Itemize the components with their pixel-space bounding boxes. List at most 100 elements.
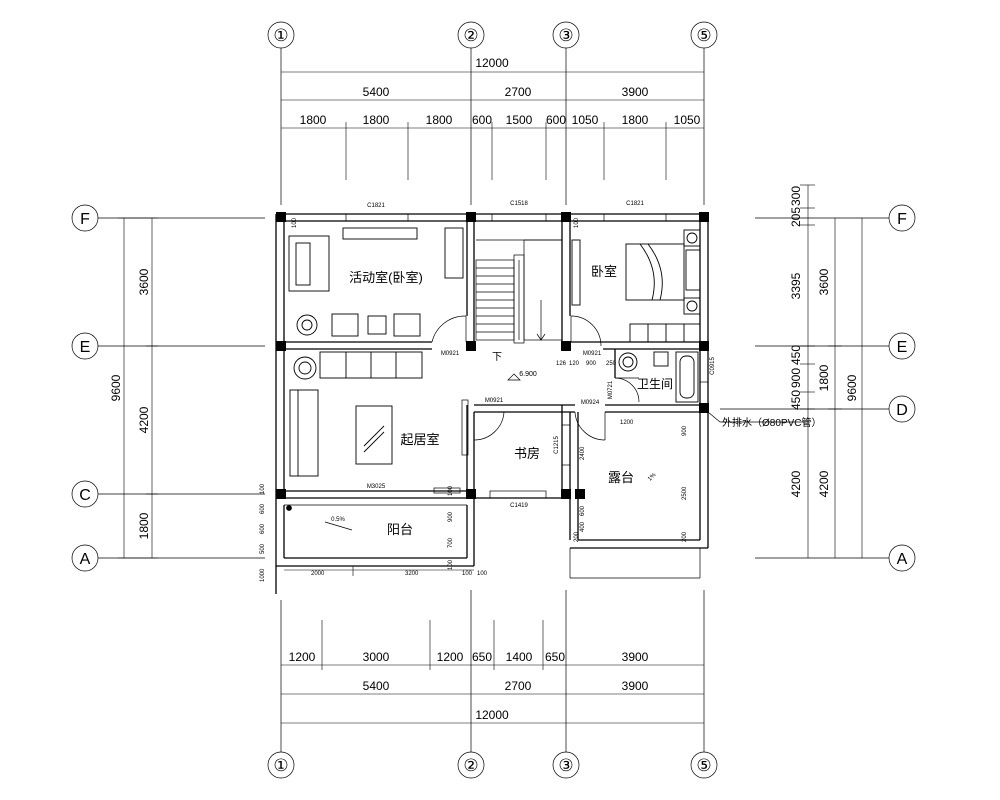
- dim-right-mid-2: 1800: [817, 364, 831, 391]
- tiny-dim-900b: 900: [682, 425, 688, 436]
- tiny-dim-100a: 100: [260, 483, 266, 494]
- axis-lines: [98, 48, 889, 752]
- tiny-dim-900c: 900: [448, 511, 454, 522]
- window-c1518: C1518: [510, 201, 528, 207]
- dim-bottom-d1: 1200: [289, 650, 316, 664]
- dim-right-detail: 300 205 3395 450 900 450 4200: [789, 186, 803, 498]
- dim-right-mid-1: 3600: [817, 268, 831, 295]
- dim-right-d1: 300: [789, 186, 803, 206]
- axis-A-right: A: [897, 551, 908, 568]
- window-c1419: C1419: [510, 503, 528, 509]
- dim-right-d3: 3395: [789, 272, 803, 299]
- dim-top-d4: 600: [472, 113, 492, 127]
- tiny-dim-100d: 100: [462, 571, 473, 577]
- tiny-dim-600b: 600: [260, 523, 266, 534]
- walls: [275, 213, 709, 594]
- dim-bottom-d4: 650: [472, 650, 492, 664]
- door-m0921-c: M0921: [485, 398, 504, 404]
- tiny-dim-500: 500: [260, 543, 266, 554]
- dim-bottom-d2: 3000: [363, 650, 390, 664]
- dim-bottom-d6: 650: [545, 650, 565, 664]
- elevation-label: 6.900: [519, 371, 537, 378]
- dim-right-d5: 900: [789, 368, 803, 388]
- staircase: [475, 239, 563, 344]
- axis-3-top: ③: [558, 26, 573, 45]
- tiny-dim-200a: 200: [574, 531, 580, 542]
- dim-top-total: 12000: [475, 56, 509, 70]
- axis-3-bottom: ③: [558, 756, 573, 775]
- dim-top-d6: 600: [546, 113, 566, 127]
- dim-right-d7: 4200: [789, 470, 803, 497]
- tiny-dim-2500: 2500: [682, 486, 688, 500]
- room-label-activity: 活动室(卧室): [349, 270, 423, 285]
- window-c1821-b: C1821: [626, 201, 644, 207]
- tiny-dim-200b: 200: [682, 531, 688, 542]
- tiny-dim-2000: 2000: [311, 571, 325, 577]
- axis-D-right: D: [896, 402, 908, 419]
- dim-right-d4: 450: [789, 345, 803, 365]
- dim-bottom-total: 12000: [475, 708, 509, 722]
- tiny-dim-1000: 1000: [260, 568, 266, 582]
- axis-bubbles-right: F E D A: [888, 204, 916, 572]
- window-c1821-a: C1821: [367, 203, 385, 209]
- dim-bottom-detail: 1200 3000 1200 650 1400 650 3900: [289, 650, 649, 664]
- axis-E-left: E: [80, 339, 91, 356]
- tiny-dim-3200: 3200: [405, 571, 419, 577]
- top-dimension-lines: [281, 71, 704, 180]
- axis-1-bottom: ①: [273, 756, 288, 775]
- axis-2-top: ②: [463, 26, 478, 45]
- room-label-living: 起居室: [400, 432, 439, 447]
- balcony-dimension-line: [284, 566, 474, 576]
- windows: [345, 213, 709, 499]
- room-label-terrace: 露台: [608, 470, 634, 485]
- bottom-dimension-lines: [281, 620, 704, 724]
- axis-F-left: F: [80, 211, 90, 228]
- stair-down-label: 下: [492, 352, 502, 363]
- tiny-dim-120: 120: [569, 361, 580, 367]
- dim-bottom-mid-2: 2700: [505, 679, 532, 693]
- balcony-slope-arrow: [286, 505, 353, 531]
- tiny-dim-100c: 100: [448, 559, 454, 570]
- axis-bubbles-left: F E C A: [71, 204, 99, 572]
- tiny-dim-900: 900: [586, 361, 597, 367]
- doors: [431, 315, 640, 494]
- room-label-balcony: 阳台: [387, 522, 413, 537]
- dim-top-mid-2: 2700: [505, 85, 532, 99]
- dim-top-d7: 1050: [572, 113, 599, 127]
- dim-bottom-mid-1: 5400: [363, 679, 390, 693]
- dim-bottom-d5: 1400: [506, 650, 533, 664]
- axis-E-right: E: [897, 339, 908, 356]
- dim-top-d9: 1050: [674, 113, 701, 127]
- axis-1-top: ①: [273, 26, 288, 45]
- dim-right-d2: 205: [789, 207, 803, 227]
- room-label-study: 书房: [514, 446, 540, 461]
- tiny-dim-126: 126: [556, 361, 567, 367]
- tiny-dim-250: 250: [606, 361, 617, 367]
- dim-left-p3: 1800: [137, 512, 151, 539]
- drain-label: 外排水（Ø80PVC管）: [722, 416, 821, 429]
- living-room-furniture: [289, 351, 423, 477]
- columns: [276, 212, 709, 499]
- tiny-dim-2: 100: [574, 217, 580, 228]
- dim-top-mid-3: 3900: [622, 85, 649, 99]
- activity-room-furniture: [288, 227, 464, 337]
- axis-bubbles-bottom: ① ② ③ ⑤: [267, 751, 718, 779]
- tiny-dim-100b: 100: [448, 485, 454, 496]
- axis-5-bottom: ⑤: [696, 756, 711, 775]
- tiny-dim-700: 700: [448, 537, 454, 548]
- room-label-bedroom: 卧室: [591, 264, 617, 279]
- door-m0921-a: M0921: [441, 351, 460, 357]
- axis-bubbles-top: ① ② ③ ⑤: [267, 21, 718, 49]
- dim-left-total: 9600: [109, 374, 123, 401]
- axis-5-top: ⑤: [696, 26, 711, 45]
- balcony-slope-label: 0.5%: [331, 517, 345, 523]
- dim-right-total: 9600: [845, 374, 859, 401]
- dim-bottom-d3: 1200: [437, 650, 464, 664]
- interior-small-dims: 100 100 126 120 900 250 1200 900 2400 25…: [260, 217, 688, 582]
- tiny-dim-600a: 600: [260, 503, 266, 514]
- dim-left-p2: 4200: [137, 406, 151, 433]
- tiny-dim-400: 400: [580, 521, 586, 532]
- tiny-dim-100e: 100: [477, 571, 488, 577]
- dim-top-d1: 1800: [300, 113, 327, 127]
